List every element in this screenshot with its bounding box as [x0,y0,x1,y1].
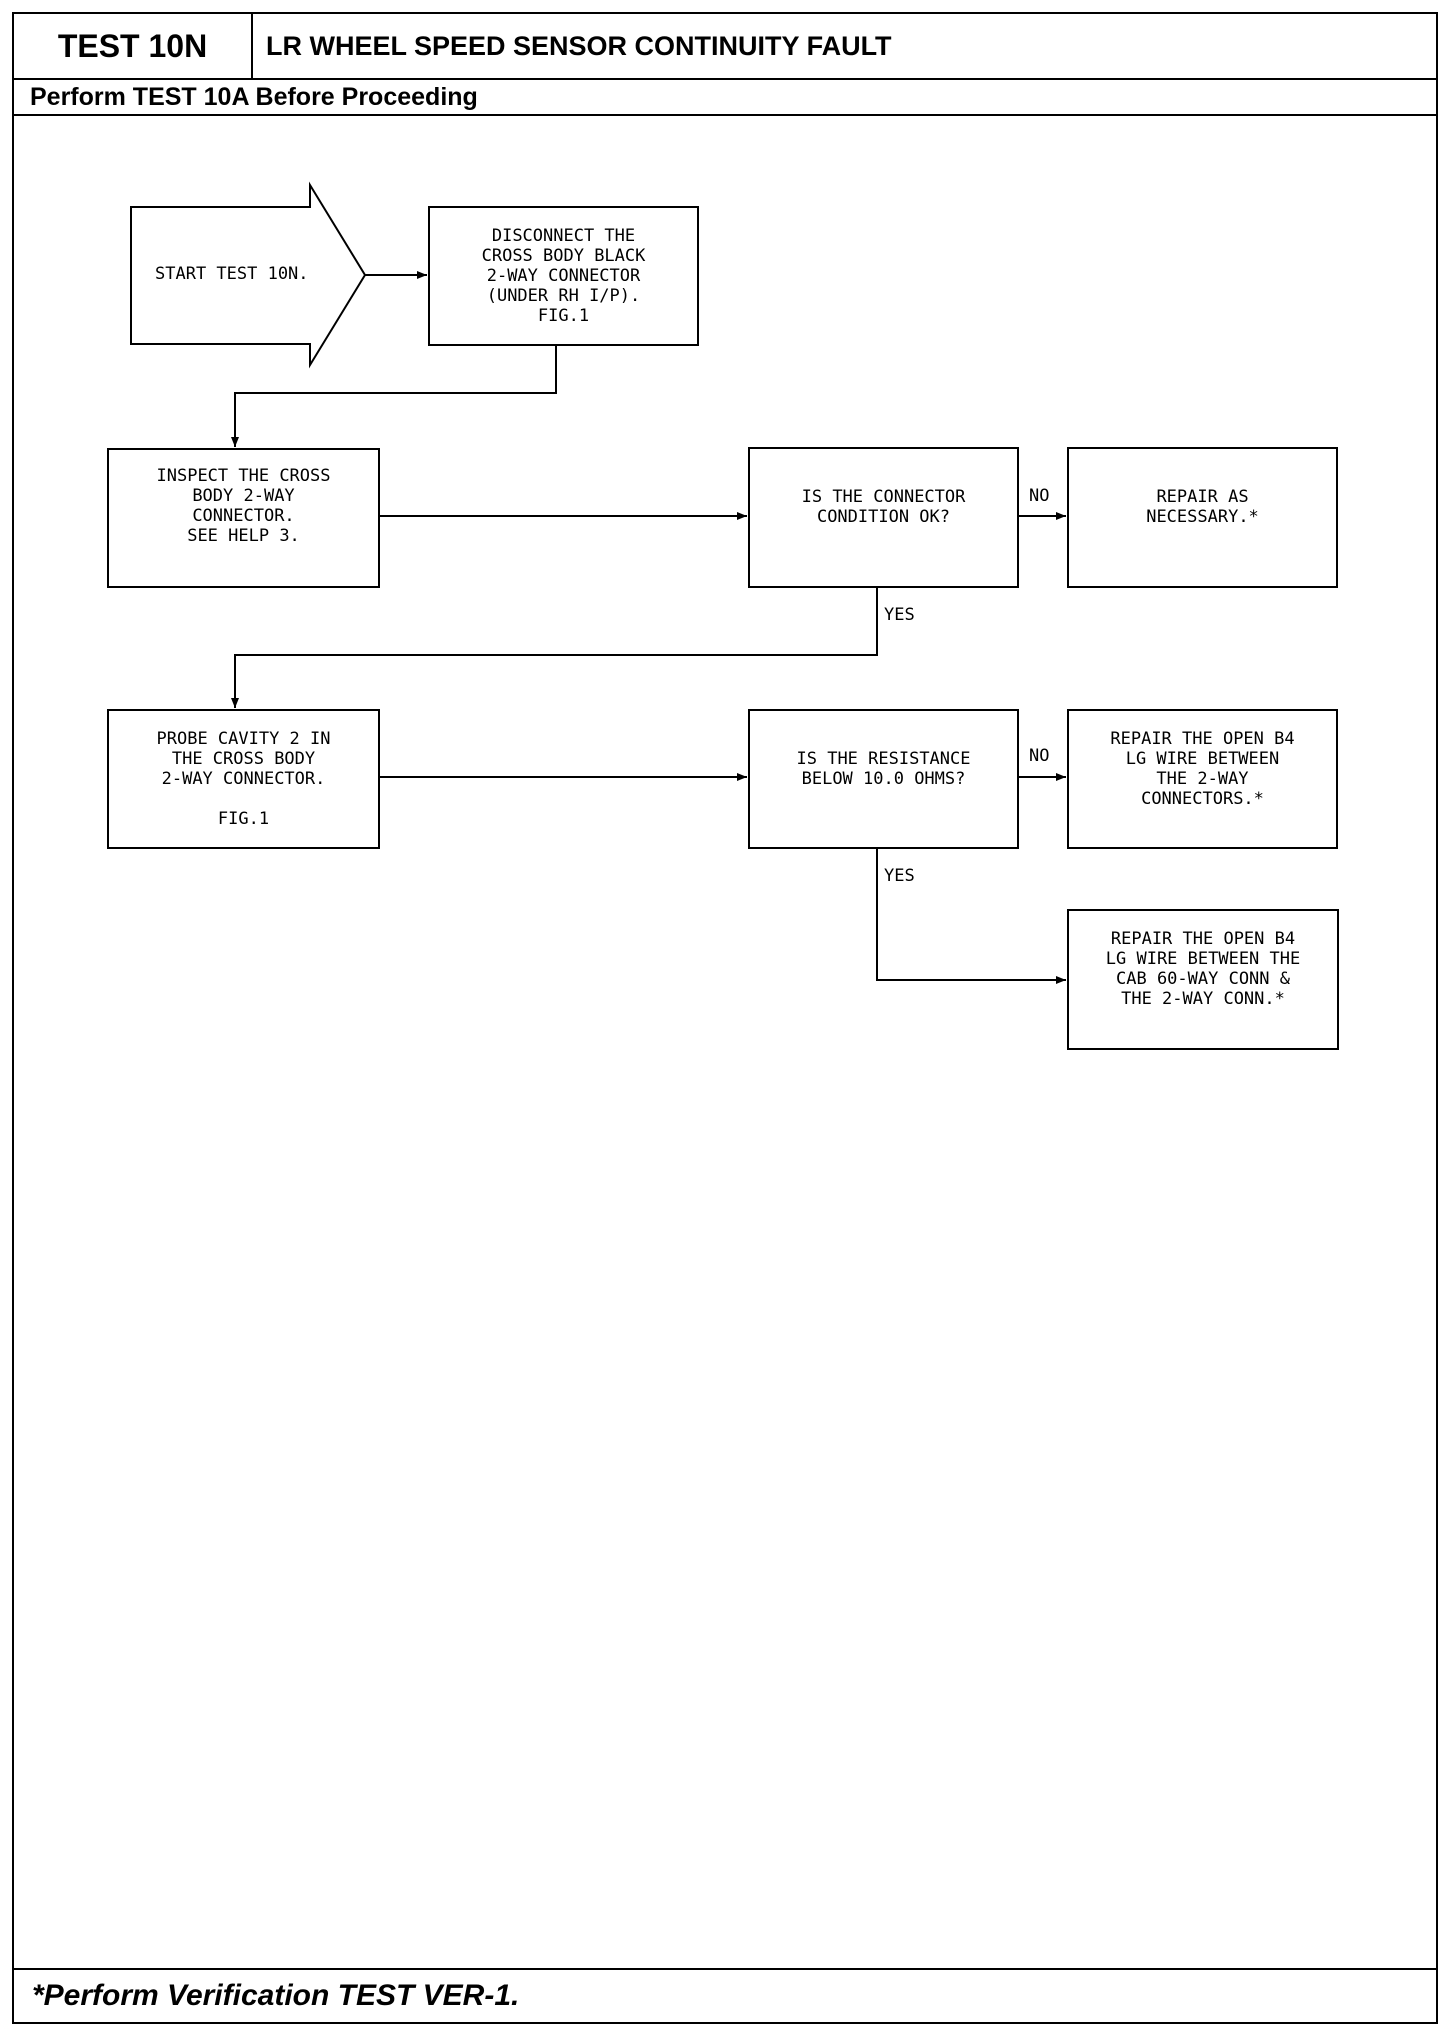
inspect-step: INSPECT THE CROSS BODY 2-WAY CONNECTOR. … [107,448,380,588]
test-id: TEST 10N [14,14,253,78]
prerequisite-note: Perform TEST 10A Before Proceeding [14,80,1436,116]
disconnect-step: DISCONNECT THE CROSS BODY BLACK 2-WAY CO… [428,206,699,346]
repair-open-cab-step: REPAIR THE OPEN B4 LG WIRE BETWEEN THE C… [1067,909,1339,1050]
start-step: START TEST 10N. [155,264,309,284]
connector-question1-yes [231,587,878,708]
question2-yes-label: YES [884,866,915,886]
start-arrow-shape [130,181,367,369]
footer-note: *Perform Verification TEST VER-1. [14,1968,1436,2022]
question1-yes-label: YES [884,605,915,625]
question2-no-label: NO [1029,746,1050,766]
probe-cavity-step: PROBE CAVITY 2 IN THE CROSS BODY 2-WAY C… [107,709,380,849]
connector-question2-yes [876,848,1066,984]
resistance-question: IS THE RESISTANCE BELOW 10.0 OHMS? [748,709,1019,849]
test-title: LR WHEEL SPEED SENSOR CONTINUITY FAULT [266,30,892,61]
repair-open-2way-step: REPAIR THE OPEN B4 LG WIRE BETWEEN THE 2… [1067,709,1338,849]
connector-disconnect-to-inspect [231,345,557,447]
connector-condition-question: IS THE CONNECTOR CONDITION OK? [748,447,1019,588]
question1-no-label: NO [1029,486,1050,506]
repair-as-necessary-step: REPAIR AS NECESSARY.* [1067,447,1338,588]
header-row: TEST 10N LR WHEEL SPEED SENSOR CONTINUIT… [14,14,1436,80]
page-frame: TEST 10N LR WHEEL SPEED SENSOR CONTINUIT… [12,12,1438,2024]
